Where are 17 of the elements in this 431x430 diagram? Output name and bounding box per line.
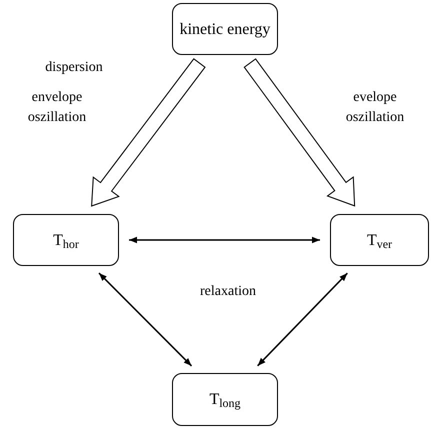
annotation-label: envelope oszillation <box>26 89 88 127</box>
rounded-box <box>172 373 278 426</box>
hollow-arrow <box>244 58 356 207</box>
double-arrow <box>129 236 320 244</box>
node-label: T$_{hor}$ <box>52 230 80 250</box>
node-label: T$_{long}$ <box>208 390 242 409</box>
double-arrow <box>257 272 348 366</box>
node-label: T$_{ver}$ <box>366 230 394 250</box>
node-label: kinetic energy <box>178 20 272 38</box>
rounded-box <box>330 214 429 266</box>
annotation-label: dispersion <box>44 59 104 77</box>
rounded-box <box>13 214 119 266</box>
annotation-label: evelope oszillation <box>344 89 406 127</box>
rounded-box <box>172 3 278 55</box>
annotation-label: relaxation <box>199 283 257 301</box>
hollow-arrow <box>91 58 206 207</box>
double-arrow <box>98 272 192 366</box>
